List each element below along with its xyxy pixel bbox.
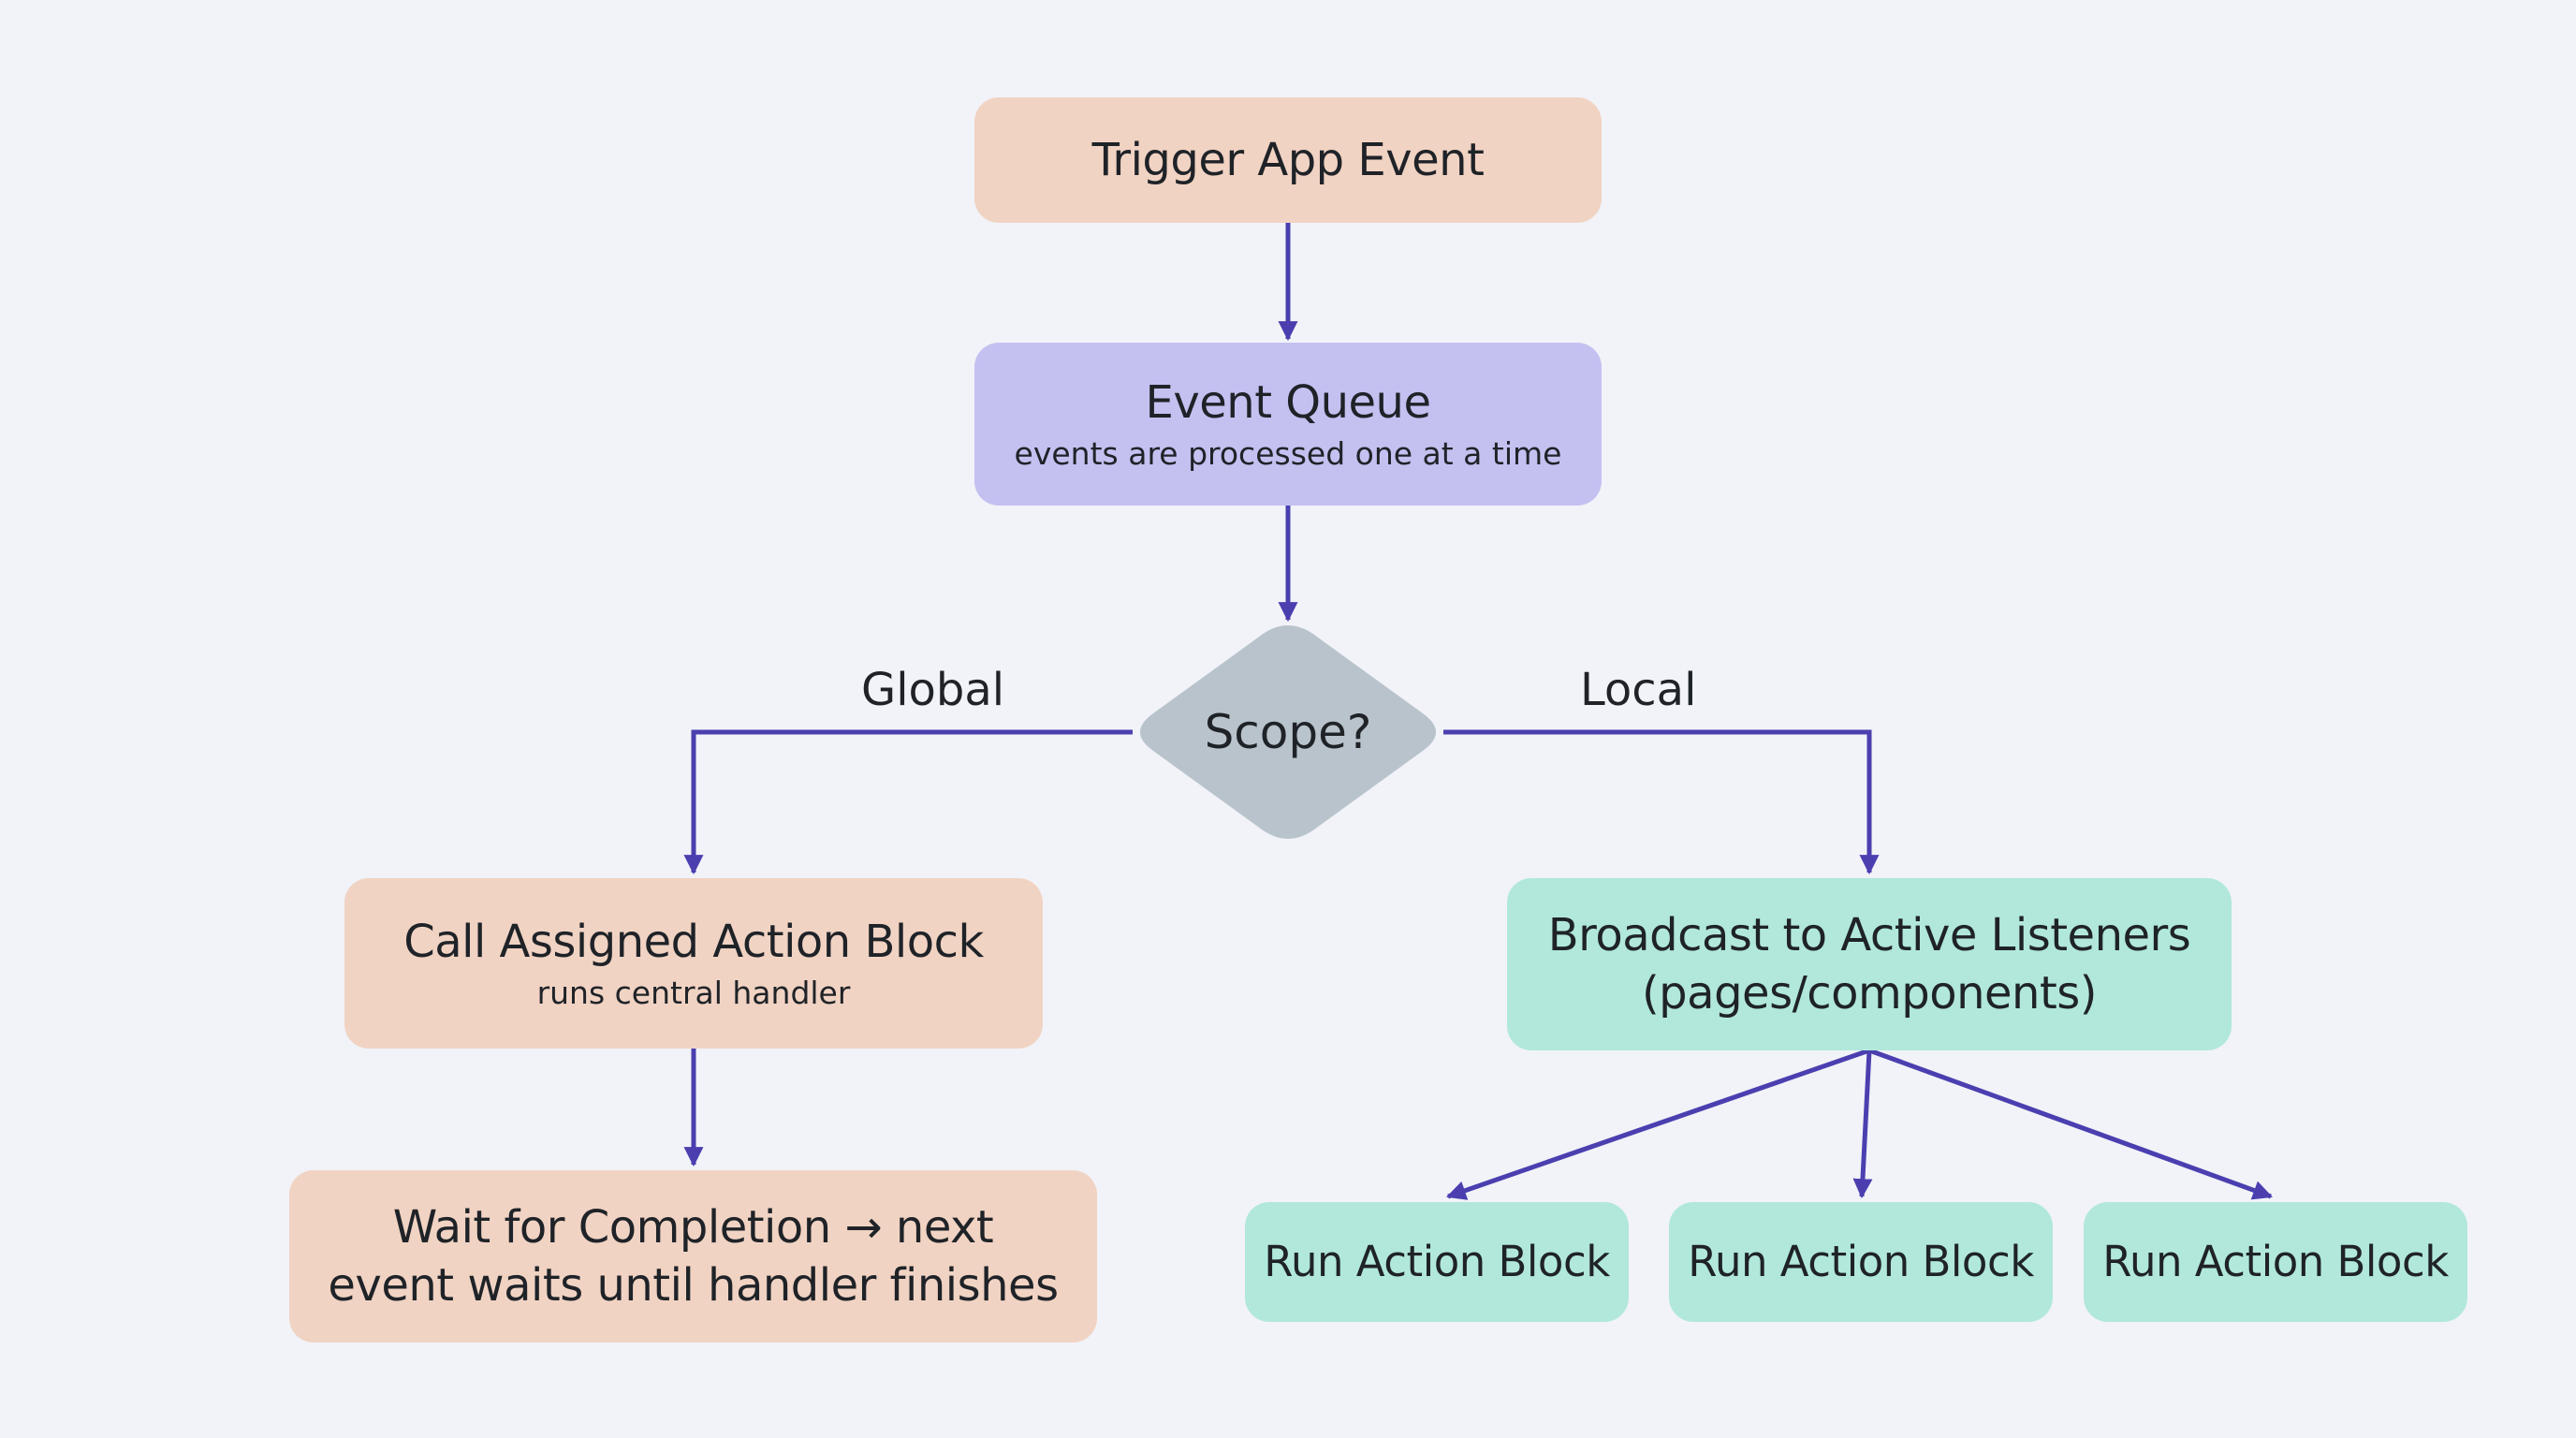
event-queue-node: Event Queue events are processed one at … bbox=[974, 343, 1602, 506]
broadcast-listeners-line-2: (pages/components) bbox=[1641, 967, 2098, 1020]
branch-label-local: Local bbox=[1580, 664, 1697, 716]
arrow-broadcast-to-run-2 bbox=[1852, 1049, 1873, 1199]
call-assigned-action-node: Call Assigned Action Block runs central … bbox=[344, 878, 1043, 1049]
wait-for-completion-line-1: Wait for Completion → next bbox=[392, 1201, 994, 1254]
wait-for-completion-line-2: event waits until handler finishes bbox=[328, 1259, 1059, 1312]
arrow-broadcast-to-run-1 bbox=[1446, 1048, 1870, 1200]
run-action-block-3-label: Run Action Block bbox=[2102, 1237, 2449, 1286]
arrow-global-branch bbox=[683, 729, 1133, 875]
scope-decision-label: Scope? bbox=[1204, 705, 1372, 759]
trigger-app-event-label: Trigger App Event bbox=[1091, 134, 1485, 186]
event-queue-subtitle: events are processed one at a time bbox=[1014, 435, 1562, 472]
decision-diamond bbox=[1140, 625, 1436, 839]
branch-label-global: Global bbox=[861, 664, 1005, 716]
broadcast-listeners-node: Broadcast to Active Listeners (pages/com… bbox=[1507, 878, 2232, 1050]
run-action-block-3: Run Action Block bbox=[2084, 1202, 2467, 1322]
run-action-block-2-label: Run Action Block bbox=[1688, 1237, 2034, 1286]
run-action-block-1: Run Action Block bbox=[1245, 1202, 1629, 1322]
broadcast-listeners-line-1: Broadcast to Active Listeners bbox=[1547, 909, 2191, 961]
arrow-local-branch bbox=[1443, 729, 1880, 875]
call-assigned-action-subtitle: runs central handler bbox=[536, 975, 851, 1011]
run-action-block-1-label: Run Action Block bbox=[1264, 1237, 1610, 1286]
wait-for-completion-node: Wait for Completion → next event waits u… bbox=[289, 1170, 1097, 1343]
call-assigned-action-title: Call Assigned Action Block bbox=[403, 916, 984, 968]
arrow-broadcast-to-run-3 bbox=[1868, 1048, 2273, 1200]
event-queue-title: Event Queue bbox=[1145, 376, 1431, 429]
run-action-block-2: Run Action Block bbox=[1669, 1202, 2053, 1322]
trigger-app-event-node: Trigger App Event bbox=[974, 97, 1602, 223]
